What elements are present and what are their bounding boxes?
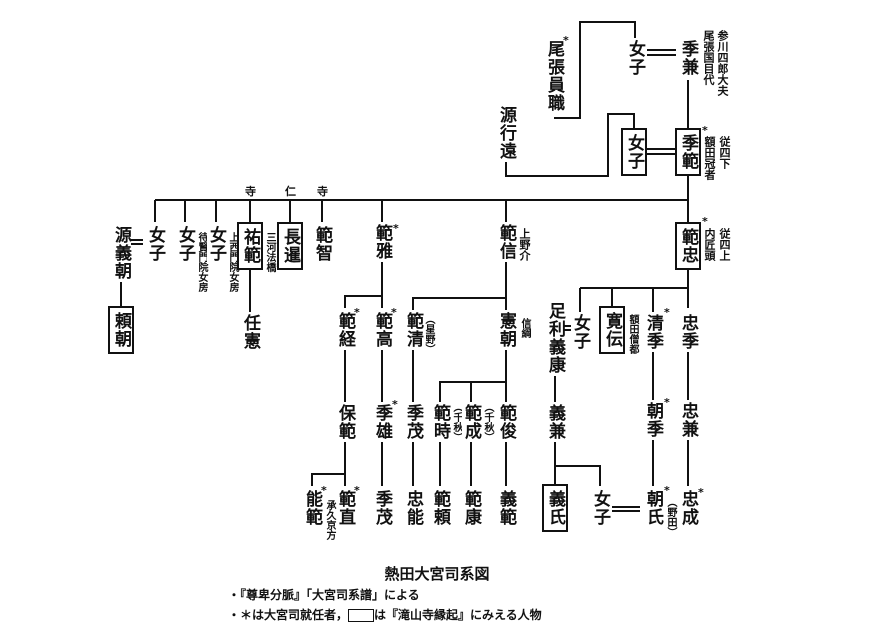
person-suekane: 季兼 (678, 38, 698, 78)
star-marker: * (392, 398, 398, 411)
note-kencho: 信綱 (519, 318, 530, 338)
person-tomosue: 朝季 (643, 400, 663, 440)
temple-label-2: 仁 (285, 185, 296, 198)
person-joshi-e: 女子 (590, 488, 610, 528)
person-norikiyo: 範清 (403, 310, 423, 350)
person-norishun: 範俊 (496, 402, 516, 442)
person-norinao: 範直 (335, 488, 355, 528)
person-norimasa: 範雅 (372, 222, 392, 262)
note-suenori-2: 額田冠者 (703, 136, 716, 180)
note-suekane-2: 尾張国目代 (702, 30, 715, 85)
line-yukito-joshi (505, 113, 635, 177)
star-marker: * (321, 484, 327, 497)
caption-legend: ・＊は大宮司就任者， は『滝山寺縁起』にみえる人物 (228, 606, 542, 623)
person-joshi-a: 女子 (145, 224, 165, 264)
person-ninken: 任憲 (240, 312, 260, 352)
star-marker: * (391, 306, 397, 319)
person-joshi-boxed: 女子 (621, 128, 647, 176)
person-joshi-b: 女子 (175, 224, 195, 264)
note-tomouji: （野田） (665, 497, 676, 537)
star-marker: * (393, 222, 399, 235)
person-owari-kazumoto: 尾張員職 (544, 38, 564, 114)
person-kiyosue: 清季 (643, 312, 663, 352)
person-tadanari: 忠成 (678, 488, 698, 528)
star-marker: * (664, 396, 670, 409)
note-noritada-2: 内匠頭 (703, 228, 716, 261)
person-ashikaga-yoshiyasu: 足利義康 (545, 300, 565, 376)
note-kanden: 額田僧都 (627, 314, 638, 354)
person-yasunori: 保範 (335, 402, 355, 442)
person-nobunobu: 範信 (496, 222, 516, 262)
person-joshi-d: 女子 (570, 312, 590, 352)
person-tomouji: 朝氏 (643, 488, 663, 528)
note-yuhan: 三河法橋 (264, 232, 275, 272)
person-yoritomo: 頼朝 (108, 306, 134, 354)
star-marker: * (698, 486, 704, 499)
caption-source: ・『尊卑分脈』「大宮司系譜」による (228, 588, 420, 602)
person-suekata: 季雄 (372, 402, 392, 442)
person-kencho: 憲朝 (496, 310, 516, 350)
person-minamoto-yukito: 源行遠 (496, 104, 516, 162)
person-yoshinori-no: 能範 (302, 488, 322, 528)
person-joshi-top: 女子 (625, 38, 645, 78)
person-noriyasu: 範康 (461, 488, 481, 528)
caption-legend-star: ・＊は大宮司就任者， (228, 608, 349, 622)
star-marker: * (563, 34, 569, 47)
person-tadakane: 忠兼 (678, 400, 698, 440)
person-noritsune: 範経 (335, 310, 355, 350)
note-norinari: （千秋） (482, 402, 493, 442)
person-joshi-c: 女子 (206, 224, 226, 264)
line-kazumoto-joshi (554, 21, 636, 119)
note-suekane-1: 参川四郎大夫 (716, 30, 729, 96)
note-joshi-b: 待賢門院女房 (196, 232, 207, 292)
person-noritaka: 範高 (372, 310, 392, 350)
person-norinari: 範成 (461, 402, 481, 442)
star-marker: * (354, 484, 360, 497)
star-marker: * (354, 306, 360, 319)
person-suemochi2: 季茂 (403, 402, 423, 442)
note-noritoki: （千秋） (451, 402, 462, 442)
note-norinao: 承久京方 (324, 500, 335, 540)
person-yoshinori: 義範 (496, 488, 516, 528)
temple-label-1: 寺 (245, 185, 256, 198)
note-nobunobu: 上野介 (518, 228, 531, 261)
star-marker: * (702, 215, 708, 228)
person-minamoto-yoshitomo: 源義朝 (111, 224, 131, 282)
person-noritoki: 範時 (430, 402, 450, 442)
person-tadayoshi: 忠能 (403, 488, 423, 528)
person-yoshikane: 義兼 (545, 402, 565, 442)
temple-label-3: 寺 (317, 185, 328, 198)
note-noritada-1: 従四上 (718, 228, 731, 261)
person-kanden: 寛伝 (599, 306, 625, 354)
note-joshi-c: 上西門院女房 (227, 232, 238, 292)
diagram-title: 熱田大宮司系図 (384, 565, 490, 583)
note-norikiyo: （星野） (423, 314, 434, 354)
star-marker: * (664, 306, 670, 319)
person-tadasue: 忠季 (678, 312, 698, 352)
caption-legend-box: は『滝山寺縁起』にみえる人物 (374, 608, 542, 622)
person-suemochi: 季茂 (372, 488, 392, 528)
person-suenori: 季範 (675, 128, 701, 176)
star-marker: * (702, 124, 708, 137)
person-yoshiuji: 義氏 (542, 484, 568, 532)
person-chogen: 長暹 (277, 222, 303, 270)
box-legend-icon (348, 609, 375, 622)
person-yuhan: 祐範 (237, 222, 263, 270)
person-noritada: 範忠 (675, 222, 701, 270)
note-suenori-1: 従四下 (718, 136, 731, 169)
star-marker: * (664, 484, 670, 497)
person-noriyori: 範頼 (430, 488, 450, 528)
person-hanchi: 範智 (312, 224, 332, 264)
